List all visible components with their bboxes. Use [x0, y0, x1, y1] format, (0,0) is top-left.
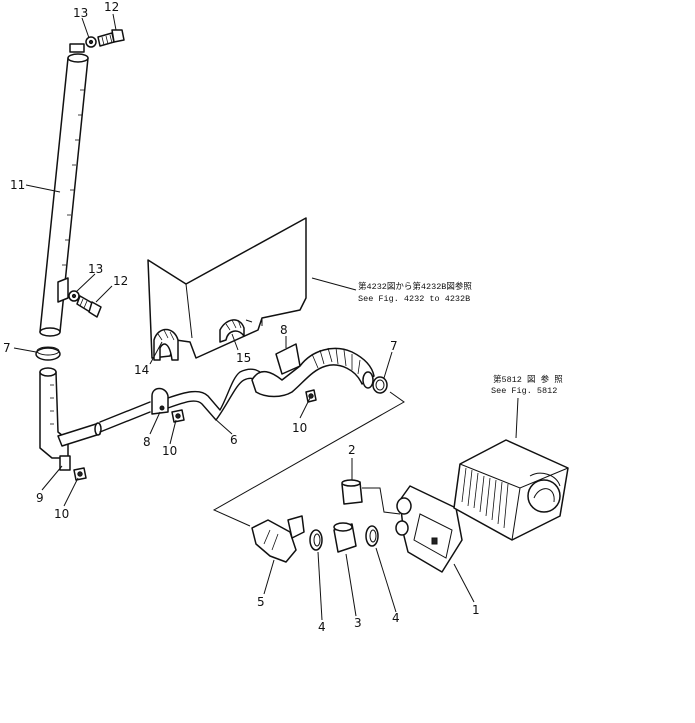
part-2-tube — [341, 479, 363, 505]
callout-12: 12 — [104, 0, 119, 14]
callout-10: 10 — [54, 507, 69, 521]
part-13-washer-lower — [68, 290, 80, 302]
callout-5: 5 — [257, 595, 265, 609]
cab-reference-jp: 第4232図から第4232B図参照 — [358, 281, 472, 292]
part-7-hose-clamp-right — [372, 376, 388, 394]
duct-connector — [57, 422, 102, 447]
part-9-elbow-duct — [39, 367, 71, 471]
part-10-bolt-c — [73, 467, 87, 481]
part-14-grommet — [153, 328, 179, 361]
assembly-lines — [212, 391, 405, 527]
leader-lines — [13, 13, 519, 621]
callout-15: 15 — [236, 351, 251, 365]
callout-11: 11 — [10, 178, 25, 192]
heater-reference-jp: 第5812 図 参 照 — [493, 374, 563, 385]
callout-8: 8 — [143, 435, 151, 449]
heater-reference-en: See Fig. 5812 — [491, 386, 557, 396]
callout-14: 14 — [134, 363, 149, 377]
callout-6: 6 — [230, 433, 238, 447]
callout-4: 4 — [392, 611, 400, 625]
callout-12: 12 — [113, 274, 128, 288]
callout-labels: 13 12 11 13 12 7 14 15 8 7 10 8 10 6 9 1… — [3, 0, 480, 634]
callout-9: 9 — [36, 491, 44, 505]
callout-7: 7 — [390, 339, 398, 353]
callout-13: 13 — [73, 6, 88, 20]
part-6-pipe — [99, 368, 267, 433]
part-3-tube — [333, 522, 357, 553]
callout-3: 3 — [354, 616, 362, 630]
part-12-bolt-upper — [97, 29, 125, 47]
callout-7: 7 — [3, 341, 11, 355]
callout-13: 13 — [88, 262, 103, 276]
part-10-bolt-a — [305, 389, 317, 403]
part-7-hose-clamp-left — [35, 346, 61, 361]
callout-1: 1 — [472, 603, 480, 617]
part-13-washer-upper — [85, 36, 97, 48]
part-12-bolt-lower — [76, 295, 102, 318]
callout-4: 4 — [318, 620, 326, 634]
callout-8: 8 — [280, 323, 288, 337]
part-8-clip-left — [151, 387, 169, 415]
part-4-clamp-left — [309, 529, 323, 551]
callout-10: 10 — [162, 444, 177, 458]
callout-10: 10 — [292, 421, 307, 435]
flex-hose — [251, 347, 375, 398]
callout-2: 2 — [348, 443, 356, 457]
part-15-grommet — [219, 319, 245, 343]
part-4-clamp-right — [365, 525, 379, 547]
heater-unit — [453, 439, 569, 541]
cab-reference-en: See Fig. 4232 to 4232B — [358, 294, 470, 304]
figure-references: 第4232図から第4232B図参照 See Fig. 4232 to 4232B… — [358, 281, 563, 396]
cab-panel — [147, 217, 307, 359]
part-5-elbow-nozzle — [251, 515, 305, 563]
part-1-outlet — [395, 485, 463, 573]
part-10-bolt-b — [171, 409, 185, 423]
part-11-vertical-duct — [39, 43, 89, 337]
